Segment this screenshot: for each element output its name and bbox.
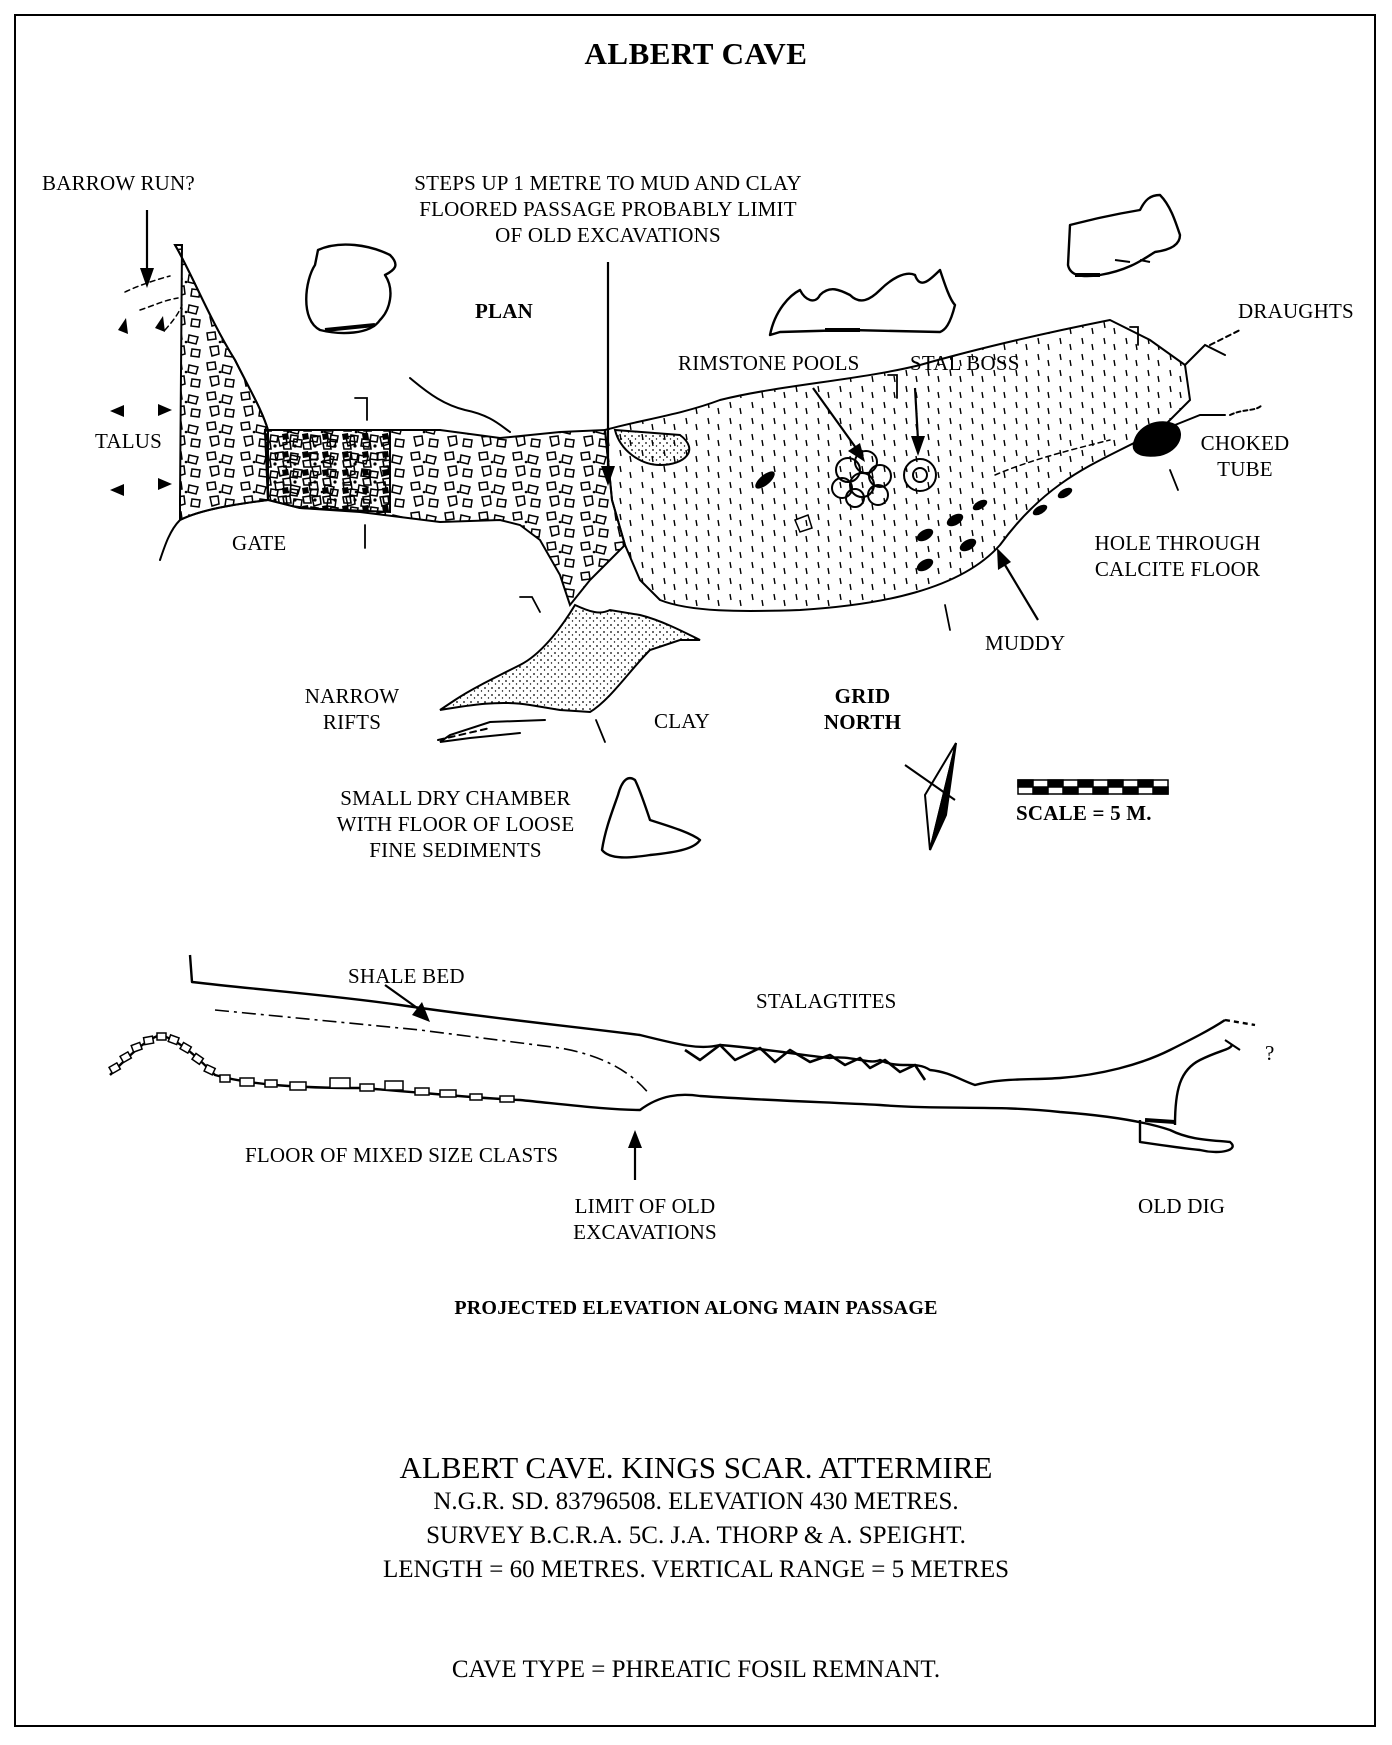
footer-line-4: LENGTH = 60 METRES. VERTICAL RANGE = 5 M…	[383, 1556, 1009, 1583]
label-stal-boss: STAL BOSS	[910, 351, 1020, 375]
label-hole-calcite: HOLE THROUGH CALCITE FLOOR	[1094, 531, 1261, 581]
label-barrow-run: BARROW RUN?	[42, 171, 195, 195]
label-question: ?	[1265, 1041, 1275, 1065]
cross-sections	[305, 193, 1182, 859]
footer-line-1: ALBERT CAVE. KINGS SCAR. ATTERMIRE	[399, 1450, 993, 1485]
label-scale: SCALE = 5 M.	[1016, 801, 1152, 825]
label-choked-tube: CHOKED TUBE	[1200, 431, 1290, 481]
elevation-pointer-arrows	[384, 984, 642, 1180]
stal-boss-symbol	[903, 458, 937, 492]
plan-main-passage	[124, 244, 1263, 743]
label-muddy: MUDDY	[985, 631, 1066, 655]
footer-line-3: SURVEY B.C.R.A. 5C. J.A. THORP & A. SPEI…	[426, 1522, 966, 1549]
talus-arrows	[110, 316, 172, 496]
footer-line-5: CAVE TYPE = PHREATIC FOSIL REMNANT.	[451, 1656, 941, 1683]
shale-bed-line	[214, 1009, 651, 1096]
label-old-dig: OLD DIG	[1138, 1194, 1226, 1218]
rimstone-pools-symbol	[831, 450, 892, 508]
label-shale-bed: SHALE BED	[348, 964, 465, 988]
label-stalagtites: STALAGTITES	[756, 989, 897, 1013]
label-clay: CLAY	[654, 709, 711, 733]
label-grid-north: GRID NORTH	[823, 684, 902, 734]
elevation-clasts	[108, 1032, 515, 1103]
elevation-caption: PROJECTED ELEVATION ALONG MAIN PASSAGE	[454, 1297, 938, 1319]
label-floor-clasts: FLOOR OF MIXED SIZE CLASTS	[245, 1143, 559, 1167]
choked-tube-symbol	[1132, 421, 1181, 457]
label-limit-old-excavations: LIMIT OF OLD EXCAVATIONS	[573, 1194, 717, 1244]
label-rimstone-pools: RIMSTONE POOLS	[678, 351, 860, 375]
label-steps: STEPS UP 1 METRE TO MUD AND CLAY FLOORED…	[414, 171, 802, 247]
map-title: ALBERT CAVE	[584, 36, 808, 71]
label-talus: TALUS	[95, 429, 162, 453]
label-gate: GATE	[232, 531, 287, 555]
plan-heading: PLAN	[475, 299, 533, 323]
plan-pointer-arrows	[140, 210, 1039, 621]
map-border	[14, 14, 1376, 1727]
label-dry-chamber: SMALL DRY CHAMBER WITH FLOOR OF LOOSE FI…	[336, 786, 575, 862]
footer-line-2: N.G.R. SD. 83796508. ELEVATION 430 METRE…	[433, 1488, 959, 1515]
north-arrow	[904, 742, 957, 851]
label-draughts: DRAUGHTS	[1238, 299, 1354, 323]
elevation-profile	[109, 954, 1256, 1154]
muddy-patches	[755, 471, 1073, 572]
label-narrow-rifts: NARROW RIFTS	[304, 684, 400, 734]
scale-bar	[1017, 779, 1169, 795]
